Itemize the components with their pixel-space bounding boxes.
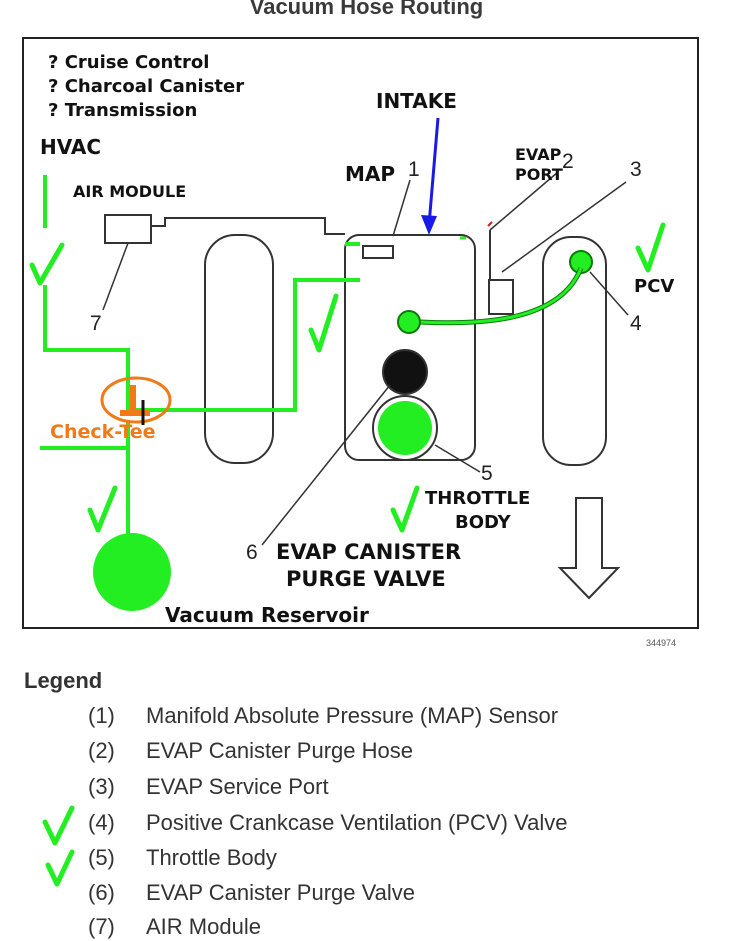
checkmark-hvac xyxy=(29,242,65,286)
vacuum-reservoir xyxy=(93,533,171,611)
checkmark-legend-4 xyxy=(42,805,75,846)
callout-3: 3 xyxy=(630,158,642,181)
legend-num-4: (4) xyxy=(88,810,115,835)
legend-text-5: Throttle Body xyxy=(146,845,277,870)
diagram-title: Vacuum Hose Routing xyxy=(249,0,484,19)
label-check-tee: Check-Tee xyxy=(50,421,156,443)
check-tee-stem xyxy=(130,385,136,415)
purge-valve xyxy=(382,349,428,395)
pcv-hose xyxy=(419,267,583,325)
callout-4: 4 xyxy=(630,312,642,335)
label-intake: INTAKE xyxy=(376,89,457,113)
checkmark-reservoir xyxy=(87,485,118,533)
label-evap-port-1: EVAP xyxy=(515,145,562,164)
leader-2 xyxy=(489,171,559,231)
throttle-body-ring xyxy=(372,395,438,461)
map-sensor xyxy=(362,245,394,259)
figure-code: 344974 xyxy=(646,638,677,648)
leader-7 xyxy=(102,242,129,311)
callout-6: 6 xyxy=(246,541,258,564)
reservoir-hose-b xyxy=(40,446,130,540)
check-tee-ring xyxy=(100,376,172,424)
note-cruise-control: ? Cruise Control xyxy=(48,52,210,73)
legend-text-1: Manifold Absolute Pressure (MAP) Sensor xyxy=(146,703,559,728)
direction-arrow xyxy=(557,497,621,600)
label-air-module: AIR MODULE xyxy=(73,182,187,201)
leader-1 xyxy=(392,179,411,237)
legend-num-2: (2) xyxy=(88,738,115,763)
hvac-hose xyxy=(43,285,130,410)
note-transmission: ? Transmission xyxy=(48,100,198,121)
red-mark xyxy=(487,221,493,227)
legend-text-4: Positive Crankcase Ventilation (PCV) Val… xyxy=(146,810,568,835)
air-module-box xyxy=(104,214,152,244)
left-cylinder-bank xyxy=(204,234,274,464)
diagram-frame xyxy=(22,37,699,629)
check-tee-base xyxy=(120,410,150,416)
evap-service-port xyxy=(488,279,514,315)
legend-num-7: (7) xyxy=(88,914,115,939)
label-purge-valve-1: EVAP CANISTER xyxy=(276,540,462,564)
callout-2: 2 xyxy=(562,150,574,173)
intake-arrow xyxy=(427,117,440,226)
label-map: MAP xyxy=(345,162,396,186)
label-hvac: HVAC xyxy=(40,135,102,159)
right-cylinder-bank xyxy=(542,236,607,466)
leader-4 xyxy=(589,271,629,316)
checkmark-throttle xyxy=(390,485,420,533)
label-throttle-body-1: THROTTLE xyxy=(425,488,531,509)
legend-text-3: EVAP Service Port xyxy=(146,774,329,799)
leader-3 xyxy=(501,181,627,273)
legend-num-6: (6) xyxy=(88,880,115,905)
label-pcv: PCV xyxy=(634,276,675,297)
leader-5 xyxy=(434,444,481,473)
label-vacuum-reservoir: Vacuum Reservoir xyxy=(165,603,369,627)
legend-num-3: (3) xyxy=(88,774,115,799)
legend-text-7: AIR Module xyxy=(146,914,261,939)
label-purge-valve-2: PURGE VALVE xyxy=(286,567,446,591)
intake-vacuum-hose xyxy=(128,278,360,412)
callout-5: 5 xyxy=(481,462,493,485)
throttle-body xyxy=(378,401,432,455)
pcv-port xyxy=(397,310,421,334)
checkmark-pcv xyxy=(635,222,666,273)
checkmark-intake xyxy=(308,293,339,353)
note-charcoal-canister: ? Charcoal Canister xyxy=(48,76,245,97)
label-evap-port-2: PORT xyxy=(515,165,563,184)
callout-1: 1 xyxy=(408,158,420,181)
leader-6 xyxy=(261,384,391,546)
air-module-hose xyxy=(151,217,345,235)
callout-7: 7 xyxy=(90,312,102,335)
legend-text-2: EVAP Canister Purge Hose xyxy=(146,738,413,763)
legend-text-6: EVAP Canister Purge Valve xyxy=(146,880,416,905)
label-throttle-body-2: BODY xyxy=(455,512,511,533)
intake-arrowhead xyxy=(421,215,437,235)
legend-num-5: (5) xyxy=(88,845,115,870)
legend-heading: Legend xyxy=(24,668,103,693)
legend-num-1: (1) xyxy=(88,703,115,728)
checkmark-legend-5 xyxy=(45,849,75,887)
